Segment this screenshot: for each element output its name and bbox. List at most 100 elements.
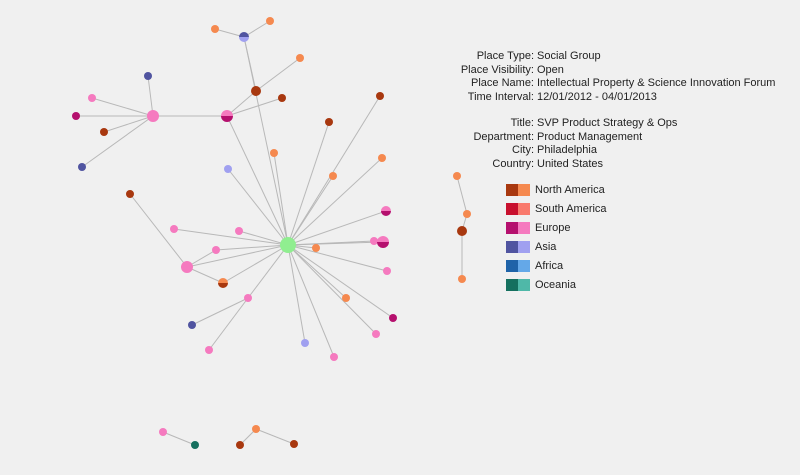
graph-node[interactable] bbox=[236, 441, 244, 449]
graph-node[interactable] bbox=[205, 346, 213, 354]
graph-node[interactable] bbox=[212, 246, 220, 254]
graph-node[interactable] bbox=[252, 425, 260, 433]
graph-node[interactable] bbox=[312, 244, 320, 252]
graph-node[interactable] bbox=[463, 210, 471, 218]
graph-node[interactable] bbox=[372, 330, 380, 338]
region-legend: North America South America Europe Asia … bbox=[506, 180, 607, 294]
info-key: Country: bbox=[492, 157, 534, 170]
info-key: Place Type: bbox=[476, 50, 534, 62]
legend-label: Africa bbox=[535, 259, 564, 272]
graph-edge bbox=[103, 115, 154, 133]
graph-node[interactable] bbox=[144, 72, 152, 80]
legend-swatch-dark bbox=[506, 202, 518, 215]
graph-node[interactable] bbox=[211, 25, 219, 33]
graph-edge bbox=[287, 175, 334, 246]
edges bbox=[76, 20, 468, 446]
graph-node[interactable] bbox=[376, 92, 384, 100]
graph-edge bbox=[147, 75, 154, 117]
graph-node[interactable] bbox=[126, 190, 134, 198]
graph-edge bbox=[247, 244, 289, 299]
graph-node[interactable] bbox=[378, 154, 386, 162]
graph-node[interactable] bbox=[78, 163, 86, 171]
graph-node[interactable] bbox=[239, 32, 249, 42]
graph-node[interactable] bbox=[191, 441, 199, 449]
graph-node[interactable] bbox=[290, 440, 298, 448]
graph-edge bbox=[287, 244, 306, 344]
graph-node[interactable] bbox=[370, 237, 378, 245]
graph-node[interactable] bbox=[159, 428, 167, 436]
graph-node[interactable] bbox=[383, 267, 391, 275]
graph-node[interactable] bbox=[72, 112, 80, 120]
legend-swatch-light bbox=[518, 240, 530, 253]
legend-swatch-light bbox=[518, 202, 530, 215]
info-value: Product Management bbox=[537, 130, 643, 143]
graph-node[interactable] bbox=[453, 172, 461, 180]
graph-node[interactable] bbox=[218, 278, 228, 288]
graph-node[interactable] bbox=[296, 54, 304, 62]
graph-node[interactable] bbox=[224, 165, 232, 173]
info-key: Title: bbox=[510, 117, 534, 129]
graph-node[interactable] bbox=[377, 236, 389, 248]
graph-node[interactable] bbox=[181, 261, 193, 273]
graph-node[interactable] bbox=[188, 321, 196, 329]
graph-edge bbox=[255, 428, 295, 445]
graph-node[interactable] bbox=[221, 110, 233, 122]
legend-item-oceania: Oceania bbox=[506, 275, 607, 294]
info-row-city: City: Philadelphia bbox=[430, 144, 775, 158]
graph-node[interactable] bbox=[266, 17, 274, 25]
graph-node[interactable] bbox=[301, 339, 309, 347]
info-row-place-type: Place Type: Social Group bbox=[430, 50, 775, 64]
info-value: Intellectual Property & Science Innovati… bbox=[537, 77, 776, 89]
info-row-department: Department: Product Management bbox=[430, 131, 775, 145]
legend-label: Oceania bbox=[535, 278, 576, 291]
info-row-title: Title: SVP Product Strategy & Ops bbox=[430, 117, 775, 131]
graph-node[interactable] bbox=[325, 118, 333, 126]
info-key: Place Visibility: bbox=[460, 63, 534, 76]
graph-node[interactable] bbox=[100, 128, 108, 136]
graph-node[interactable] bbox=[330, 353, 338, 361]
graph-node[interactable] bbox=[457, 226, 467, 236]
legend-swatch-dark bbox=[506, 278, 518, 291]
center-node[interactable] bbox=[280, 237, 296, 253]
legend-swatch-dark bbox=[506, 221, 518, 234]
graph-edge bbox=[287, 244, 394, 319]
legend-label: Europe bbox=[535, 221, 571, 234]
info-row-place-visibility: Place Visibility: Open bbox=[430, 64, 775, 78]
graph-node[interactable] bbox=[389, 314, 397, 322]
graph-edge bbox=[287, 157, 383, 246]
graph-node[interactable] bbox=[235, 227, 243, 235]
legend-swatch-light bbox=[518, 259, 530, 272]
graph-edge bbox=[222, 244, 289, 284]
graph-node[interactable] bbox=[381, 206, 391, 216]
nodes[interactable] bbox=[72, 17, 471, 449]
graph-node[interactable] bbox=[458, 275, 466, 283]
info-key: City: bbox=[512, 144, 534, 156]
graph-edge bbox=[91, 97, 154, 117]
graph-edge bbox=[287, 241, 384, 246]
graph-edge bbox=[287, 244, 377, 335]
graph-node[interactable] bbox=[278, 94, 286, 102]
graph-edge bbox=[186, 266, 224, 284]
graph-edge bbox=[173, 228, 289, 246]
graph-node[interactable] bbox=[170, 225, 178, 233]
legend-swatch-light bbox=[518, 221, 530, 234]
graph-edge bbox=[227, 168, 289, 246]
graph-edge bbox=[81, 115, 154, 168]
graph-node[interactable] bbox=[147, 110, 159, 122]
graph-node[interactable] bbox=[251, 86, 261, 96]
info-key: Place Name: bbox=[471, 77, 534, 89]
graph-node[interactable] bbox=[244, 294, 252, 302]
graph-node[interactable] bbox=[342, 294, 350, 302]
graph-node[interactable] bbox=[88, 94, 96, 102]
graph-edge bbox=[287, 210, 387, 246]
graph-edge bbox=[287, 244, 335, 358]
legend-item-asia: Asia bbox=[506, 237, 607, 256]
spacer bbox=[430, 104, 775, 117]
legend-item-europe: Europe bbox=[506, 218, 607, 237]
place-details: Place Type: Social Group Place Visibilit… bbox=[430, 50, 776, 171]
graph-edge bbox=[255, 57, 301, 92]
graph-edge bbox=[226, 90, 257, 117]
graph-node[interactable] bbox=[329, 172, 337, 180]
graph-node[interactable] bbox=[270, 149, 278, 157]
